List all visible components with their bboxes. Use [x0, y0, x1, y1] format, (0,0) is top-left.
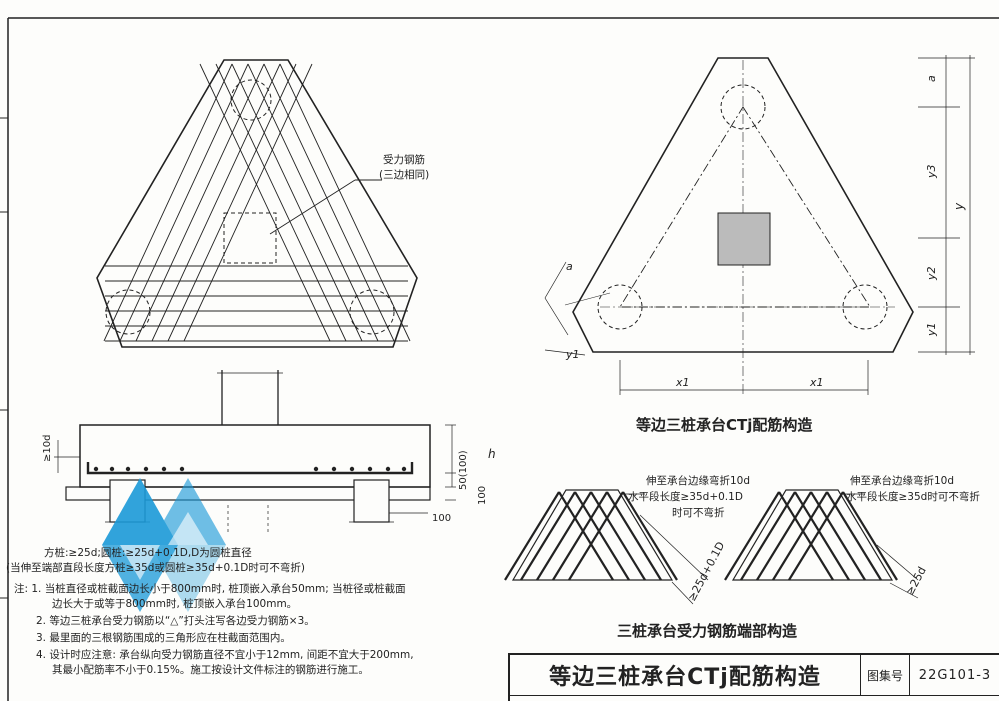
end-note-right-1: 伸至承台边缘弯折10d	[850, 475, 955, 487]
caption-plan-right: 等边三桩承台CTj配筋构造	[636, 416, 813, 434]
note-2: 2. 等边三桩承台受力钢筋以“△”打头注写各边受力钢筋×3。	[36, 615, 315, 627]
plan-view-right	[544, 55, 975, 395]
rebar-note: (三边相同)	[379, 169, 430, 181]
end-dim-left: ≥25d+0.1D	[685, 540, 727, 604]
atlas-number: 22G101-3	[918, 667, 992, 683]
dim-x1-left: x1	[675, 376, 690, 389]
dim-y: y	[952, 202, 966, 211]
section-view	[54, 370, 456, 535]
pile-note-2: (当伸至端部直段长度方桩≥35d或圆桩≥35d+0.1D时可不弯折)	[6, 562, 305, 574]
dim-100-horizontal: 100	[432, 513, 451, 524]
dim-y1-right: y1	[925, 322, 938, 337]
dim-50: 50(100)	[458, 450, 469, 490]
note-1b: 边长大于或等于800mm时, 桩顶嵌入承台100mm。	[52, 598, 298, 610]
end-note-right-2: 水平段长度≥35d时可不弯折	[846, 491, 980, 503]
end-detail-left	[504, 489, 709, 605]
dim-h: h	[488, 447, 496, 461]
column-section	[717, 212, 771, 266]
watermark-logo	[102, 478, 226, 612]
end-detail-right	[724, 489, 919, 599]
end-note-left-3: 时可不弯折	[672, 507, 725, 519]
end-note-left-1: 伸至承台边缘弯折10d	[646, 475, 751, 487]
note-1a: 注: 1. 当桩直径或桩截面边长小于800mm时, 桩顶嵌入承台50mm; 当桩…	[14, 583, 406, 595]
note-3: 3. 最里面的三根钢筋围成的三角形应在柱截面范围内。	[36, 632, 291, 644]
dim-a-right: a	[925, 75, 938, 82]
plan-view-left	[96, 59, 418, 348]
title-block-title: 等边三桩承台CTj配筋构造	[510, 655, 861, 695]
dim-a-left: a	[566, 260, 573, 273]
dim-100-vertical: 100	[477, 486, 488, 505]
pile-note: 方桩:≥25d;圆桩:≥25d+0.1D,D为圆桩直径	[44, 547, 252, 559]
note-4a: 4. 设计时应注意: 承台纵向受力钢筋直径不宜小于12mm, 间距不宜大于200…	[36, 649, 414, 661]
end-note-left-2: 水平段长度≥35d+0.1D	[628, 491, 743, 503]
dim-y2: y2	[925, 266, 938, 281]
note-4b: 其最小配筋率不小于0.15%。施工按设计文件标注的钢筋进行施工。	[52, 664, 369, 676]
caption-end-detail: 三桩承台受力钢筋端部构造	[617, 622, 798, 640]
end-dim-right: ≥25d	[903, 565, 929, 598]
atlas-number-label: 图集号	[861, 655, 910, 695]
title-block: 等边三桩承台CTj配筋构造 图集号 22G101-3	[508, 653, 999, 701]
dim-y1-left: y1	[565, 348, 580, 361]
dim-x1-right: x1	[809, 376, 824, 389]
rebar-label: 受力钢筋	[383, 154, 425, 166]
title-block-signature-row	[510, 695, 999, 701]
dim-10d: ≥10d	[42, 435, 53, 462]
dim-y3: y3	[925, 164, 938, 179]
